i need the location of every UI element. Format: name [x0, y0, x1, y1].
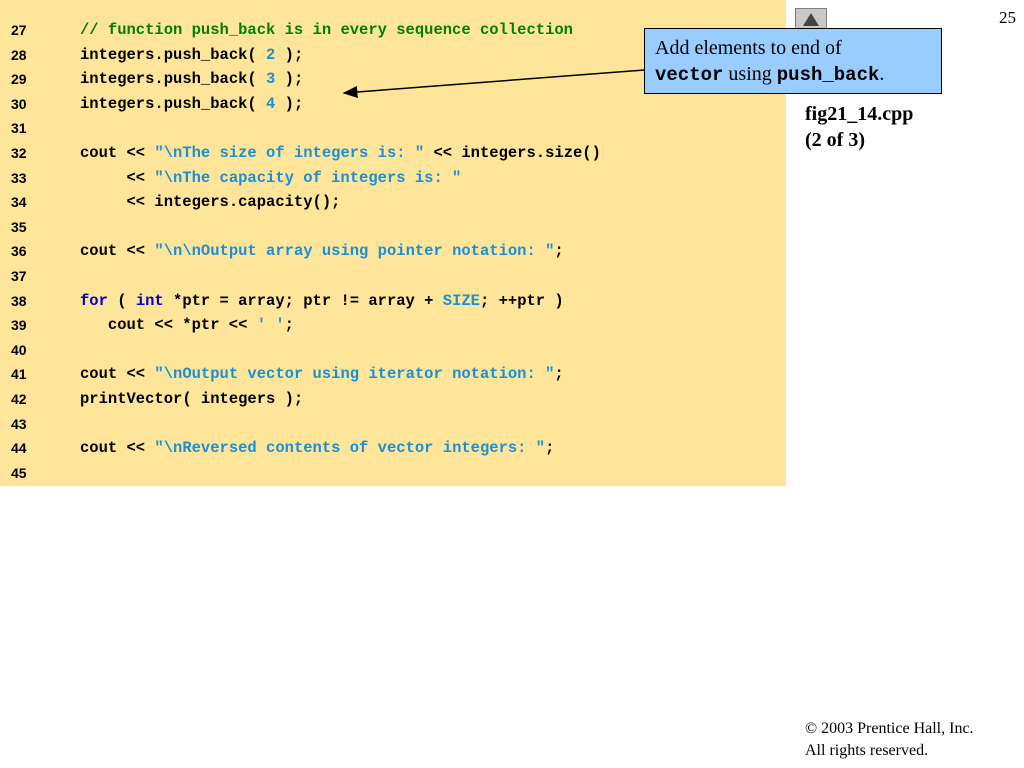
line-number: 39	[11, 317, 27, 334]
line-number: 38	[11, 292, 27, 309]
code-token: integers.push_back(	[80, 70, 267, 89]
page-indicator: (2 of 3)	[805, 129, 865, 151]
code-text: << integers.capacity();	[127, 190, 341, 214]
code-token: ;	[554, 365, 564, 384]
code-token: << integers.size()	[424, 144, 601, 162]
code-token: int	[135, 291, 164, 310]
code-text: printVector( integers );	[80, 387, 303, 411]
line-number: 36	[11, 243, 27, 260]
code-token: cout <<	[80, 242, 155, 261]
code-token: 3	[266, 70, 276, 89]
code-text: cout << "\nReversed contents of vector i…	[80, 436, 554, 460]
line-number: 31	[11, 120, 27, 137]
line-number: 32	[11, 145, 27, 161]
code-token: 2	[266, 45, 276, 64]
callout-text: Add elements to end of	[655, 37, 842, 59]
code-token: "\nThe size of integers is: "	[154, 144, 425, 162]
slide-number: 25	[999, 8, 1016, 27]
line-number: 40	[11, 341, 27, 358]
callout-code-vector: vector	[655, 64, 724, 86]
code-text: integers.push_back( 3 );	[80, 67, 303, 91]
code-token: cout << *ptr <<	[107, 316, 257, 335]
code-text: cout << "\n\nOutput array using pointer …	[80, 239, 564, 263]
callout-text: using	[723, 63, 777, 85]
code-token: "\nReversed contents of vector integers:…	[154, 439, 546, 458]
code-token: ;	[545, 439, 555, 458]
code-token: SIZE	[442, 291, 480, 310]
code-token: "\nThe capacity of integers is: "	[154, 168, 462, 187]
code-token: );	[275, 70, 304, 89]
line-number: 29	[11, 71, 27, 88]
code-token: cout <<	[80, 144, 155, 162]
copyright-notice: © 2003 Prentice Hall, Inc. All rights re…	[805, 718, 974, 762]
code-token: <<	[126, 168, 155, 187]
code-token: );	[275, 45, 304, 64]
code-token: << integers.capacity();	[126, 193, 341, 212]
code-token: integers.push_back(	[80, 45, 267, 64]
code-text: integers.push_back( 2 );	[80, 43, 303, 67]
code-token: "\nOutput vector using iterator notation…	[154, 365, 555, 384]
line-number: 27	[11, 22, 27, 38]
code-token: // function push_back is in every sequen…	[80, 21, 573, 39]
code-token: (	[107, 291, 136, 310]
code-token: cout <<	[80, 365, 155, 384]
line-number: 41	[11, 366, 27, 383]
code-text: integers.push_back( 4 );	[80, 92, 303, 116]
copyright-line: 2003 Prentice Hall, Inc.	[817, 720, 974, 737]
code-text: // function push_back is in every sequen…	[80, 18, 573, 42]
line-number: 33	[11, 169, 27, 186]
code-token: 4	[266, 94, 276, 113]
code-token: printVector( integers );	[80, 390, 304, 408]
line-number: 43	[11, 415, 27, 432]
code-text: << "\nThe capacity of integers is: "	[127, 166, 462, 190]
file-name: fig21_14.cpp	[805, 103, 914, 125]
code-text: cout << "\nOutput vector using iterator …	[80, 362, 564, 386]
code-token: cout <<	[80, 439, 155, 458]
code-token: ;	[554, 242, 564, 261]
line-number: 37	[11, 268, 27, 284]
code-text: cout << *ptr << ' ';	[108, 313, 294, 337]
code-token: for	[80, 291, 108, 310]
code-token: integers.push_back(	[80, 94, 267, 113]
code-text: for ( int *ptr = array; ptr != array + S…	[80, 289, 564, 313]
code-text: cout << "\nThe size of integers is: " <<…	[80, 141, 601, 165]
up-arrow-icon	[803, 13, 819, 26]
line-number: 45	[11, 464, 27, 481]
file-title: fig21_14.cpp (2 of 3)	[805, 101, 913, 153]
code-token: ;	[284, 316, 294, 335]
annotation-callout: Add elements to end of vector using push…	[644, 28, 942, 94]
line-number: 44	[11, 440, 27, 457]
code-token: "\n\nOutput array using pointer notation…	[154, 242, 555, 261]
code-token: ' '	[256, 316, 285, 335]
code-token: );	[275, 94, 304, 113]
callout-code-push-back: push_back	[776, 64, 880, 86]
line-number: 28	[11, 46, 27, 63]
code-token: *ptr = array; ptr != array +	[163, 291, 443, 310]
code-token: ; ++ptr )	[479, 291, 564, 310]
rights-reserved: All rights reserved.	[805, 742, 929, 759]
callout-text: .	[879, 63, 885, 85]
line-number: 42	[11, 391, 27, 407]
line-number: 30	[11, 95, 27, 112]
copyright-symbol: ©	[805, 720, 818, 737]
line-number: 34	[11, 194, 27, 211]
line-number: 35	[11, 218, 27, 235]
